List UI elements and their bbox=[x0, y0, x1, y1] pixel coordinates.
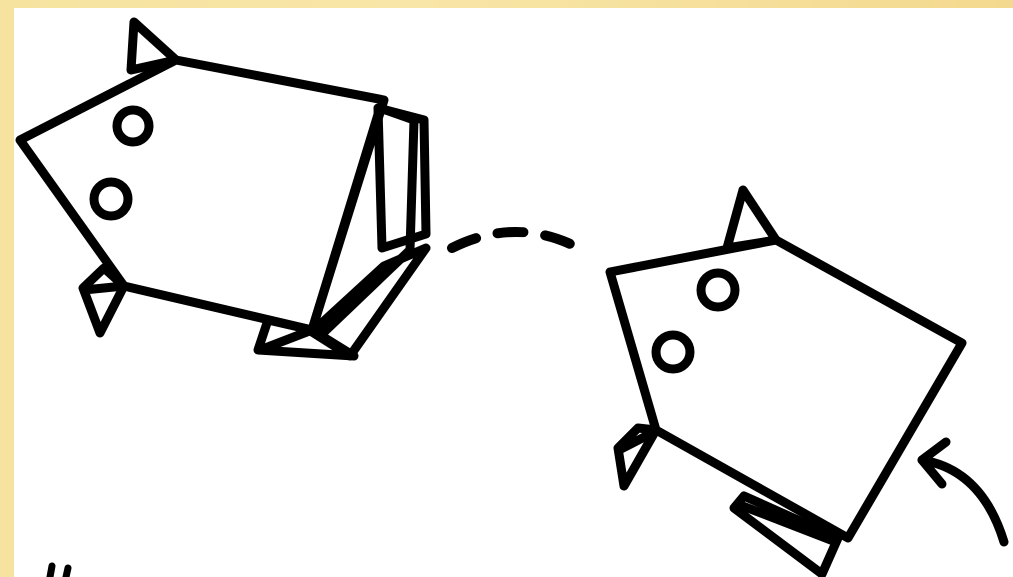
curved-arrow bbox=[917, 437, 1009, 547]
cropped-edge-marks bbox=[46, 562, 72, 577]
pig-eye bbox=[651, 330, 695, 374]
drawing-area bbox=[14, 8, 1013, 577]
pig-leg-fold-line bbox=[255, 325, 317, 355]
cropped-mark bbox=[62, 564, 72, 577]
back-fold-layer bbox=[373, 103, 431, 253]
arrow-shaft bbox=[917, 455, 1009, 547]
pig-eye bbox=[89, 177, 133, 221]
front-fold-layer bbox=[307, 103, 419, 341]
arrow-head-icon bbox=[917, 437, 951, 489]
pig-leg bbox=[307, 243, 431, 361]
pig-eye bbox=[696, 268, 740, 312]
pig-body bbox=[605, 235, 967, 543]
pig-eye bbox=[112, 105, 154, 147]
cropped-mark bbox=[46, 562, 56, 577]
pig-figure-right bbox=[605, 185, 967, 577]
pig-body bbox=[15, 55, 389, 335]
pig-leg-fold-line bbox=[79, 281, 129, 295]
pig-leg-fold-line bbox=[735, 500, 841, 547]
pig-ear bbox=[126, 17, 181, 75]
pig-leg bbox=[78, 263, 129, 338]
dashed-arc-connector bbox=[447, 226, 591, 257]
pig-leg-fold-line bbox=[614, 427, 659, 455]
pig-figure-left bbox=[15, 17, 431, 361]
pig-ear bbox=[722, 185, 781, 253]
